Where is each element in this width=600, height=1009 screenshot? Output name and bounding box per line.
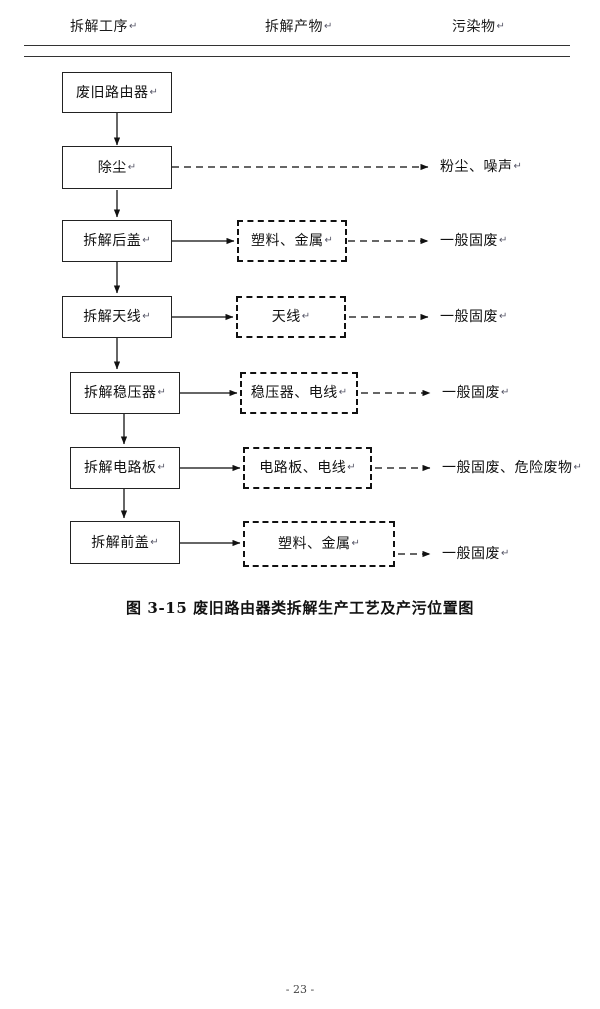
pollutant-general-and-hazardous-waste: 一般固废、危险废物↵ <box>442 459 582 477</box>
paragraph-mark: ↵ <box>496 21 506 32</box>
paragraph-mark: ↵ <box>573 462 582 473</box>
pollutant-dust-noise: 粉尘、噪声↵ <box>440 158 522 176</box>
process-node-antenna[interactable]: 拆解天线↵ <box>62 296 172 338</box>
paragraph-mark: ↵ <box>499 235 508 246</box>
pollutant-general-solid-waste-back: 一般固废↵ <box>440 232 507 250</box>
process-node-label: 拆解前盖 <box>91 534 150 551</box>
pollutant-general-solid-waste-antenna: 一般固废↵ <box>440 308 507 326</box>
paragraph-mark: ↵ <box>142 311 151 322</box>
paragraph-mark: ↵ <box>513 161 522 172</box>
product-node-board-wire[interactable]: 电路板、电线↵ <box>243 447 372 489</box>
paragraph-mark: ↵ <box>157 462 166 473</box>
process-node-regulator[interactable]: 拆解稳压器↵ <box>70 372 180 414</box>
column-header-process: 拆解工序↵ <box>70 18 138 36</box>
paragraph-mark: ↵ <box>127 161 137 173</box>
pollutant-label: 粉尘、噪声 <box>440 159 513 175</box>
pollutant-general-solid-waste-regulator: 一般固废↵ <box>442 384 509 402</box>
product-node-antenna[interactable]: 天线↵ <box>236 296 346 338</box>
page-number: - 23 - <box>285 983 315 996</box>
paragraph-mark: ↵ <box>501 387 510 398</box>
product-node-label: 塑料、金属 <box>251 233 324 249</box>
product-node-plastic-metal-front[interactable]: 塑料、金属↵ <box>243 521 395 567</box>
figure-caption: 图 3-15 废旧路由器类拆解生产工艺及产污位置图 <box>126 599 474 617</box>
process-node-label: 废旧路由器 <box>76 84 149 101</box>
header-rule-upper <box>24 45 570 46</box>
pollutant-label: 一般固废 <box>440 233 498 249</box>
process-node-label: 除尘 <box>97 159 127 176</box>
pollutant-label: 一般固废 <box>440 309 498 325</box>
process-node-circuit-board[interactable]: 拆解电路板↵ <box>70 447 180 489</box>
column-header-product: 拆解产物↵ <box>265 18 333 36</box>
product-node-label: 电路板、电线 <box>259 460 347 476</box>
paragraph-mark: ↵ <box>499 311 508 322</box>
product-node-label: 天线 <box>271 309 301 325</box>
process-node-router[interactable]: 废旧路由器↵ <box>62 72 172 113</box>
paragraph-mark: ↵ <box>351 538 360 549</box>
paragraph-mark: ↵ <box>347 462 356 473</box>
paragraph-mark: ↵ <box>324 21 333 32</box>
column-header-process-label: 拆解工序 <box>70 19 128 35</box>
pollutant-label: 一般固废 <box>442 546 500 562</box>
paragraph-mark: ↵ <box>150 536 159 548</box>
process-node-dust-removal[interactable]: 除尘↵ <box>62 146 172 189</box>
process-node-label: 拆解稳压器 <box>84 385 157 401</box>
paragraph-mark: ↵ <box>129 21 138 32</box>
paragraph-mark: ↵ <box>149 86 158 98</box>
header-rule-lower <box>24 56 570 57</box>
process-node-label: 拆解后盖 <box>83 233 142 249</box>
pollutant-label: 一般固废 <box>442 385 500 401</box>
product-node-regulator-wire[interactable]: 稳压器、电线↵ <box>240 372 358 414</box>
process-node-label: 拆解电路板 <box>84 460 157 476</box>
process-node-back-cover[interactable]: 拆解后盖↵ <box>62 220 172 262</box>
product-node-label: 稳压器、电线 <box>250 385 338 401</box>
product-node-label: 塑料、金属 <box>278 536 351 552</box>
paragraph-mark: ↵ <box>301 311 311 322</box>
paragraph-mark: ↵ <box>142 235 151 246</box>
process-node-front-cover[interactable]: 拆解前盖↵ <box>70 521 180 564</box>
paragraph-mark: ↵ <box>324 235 333 246</box>
paragraph-mark: ↵ <box>338 387 348 398</box>
paragraph-mark: ↵ <box>157 387 166 398</box>
pollutant-label: 一般固废、危险废物 <box>442 460 573 476</box>
paragraph-mark: ↵ <box>501 548 510 559</box>
column-header-pollutant-label: 污染物 <box>452 19 496 35</box>
column-header-pollutant: 污染物↵ <box>452 18 505 36</box>
column-header-product-label: 拆解产物 <box>265 19 323 35</box>
process-node-label: 拆解天线 <box>83 309 142 325</box>
product-node-plastic-metal-back[interactable]: 塑料、金属↵ <box>237 220 347 262</box>
pollutant-general-solid-waste-front: 一般固废↵ <box>442 545 509 563</box>
